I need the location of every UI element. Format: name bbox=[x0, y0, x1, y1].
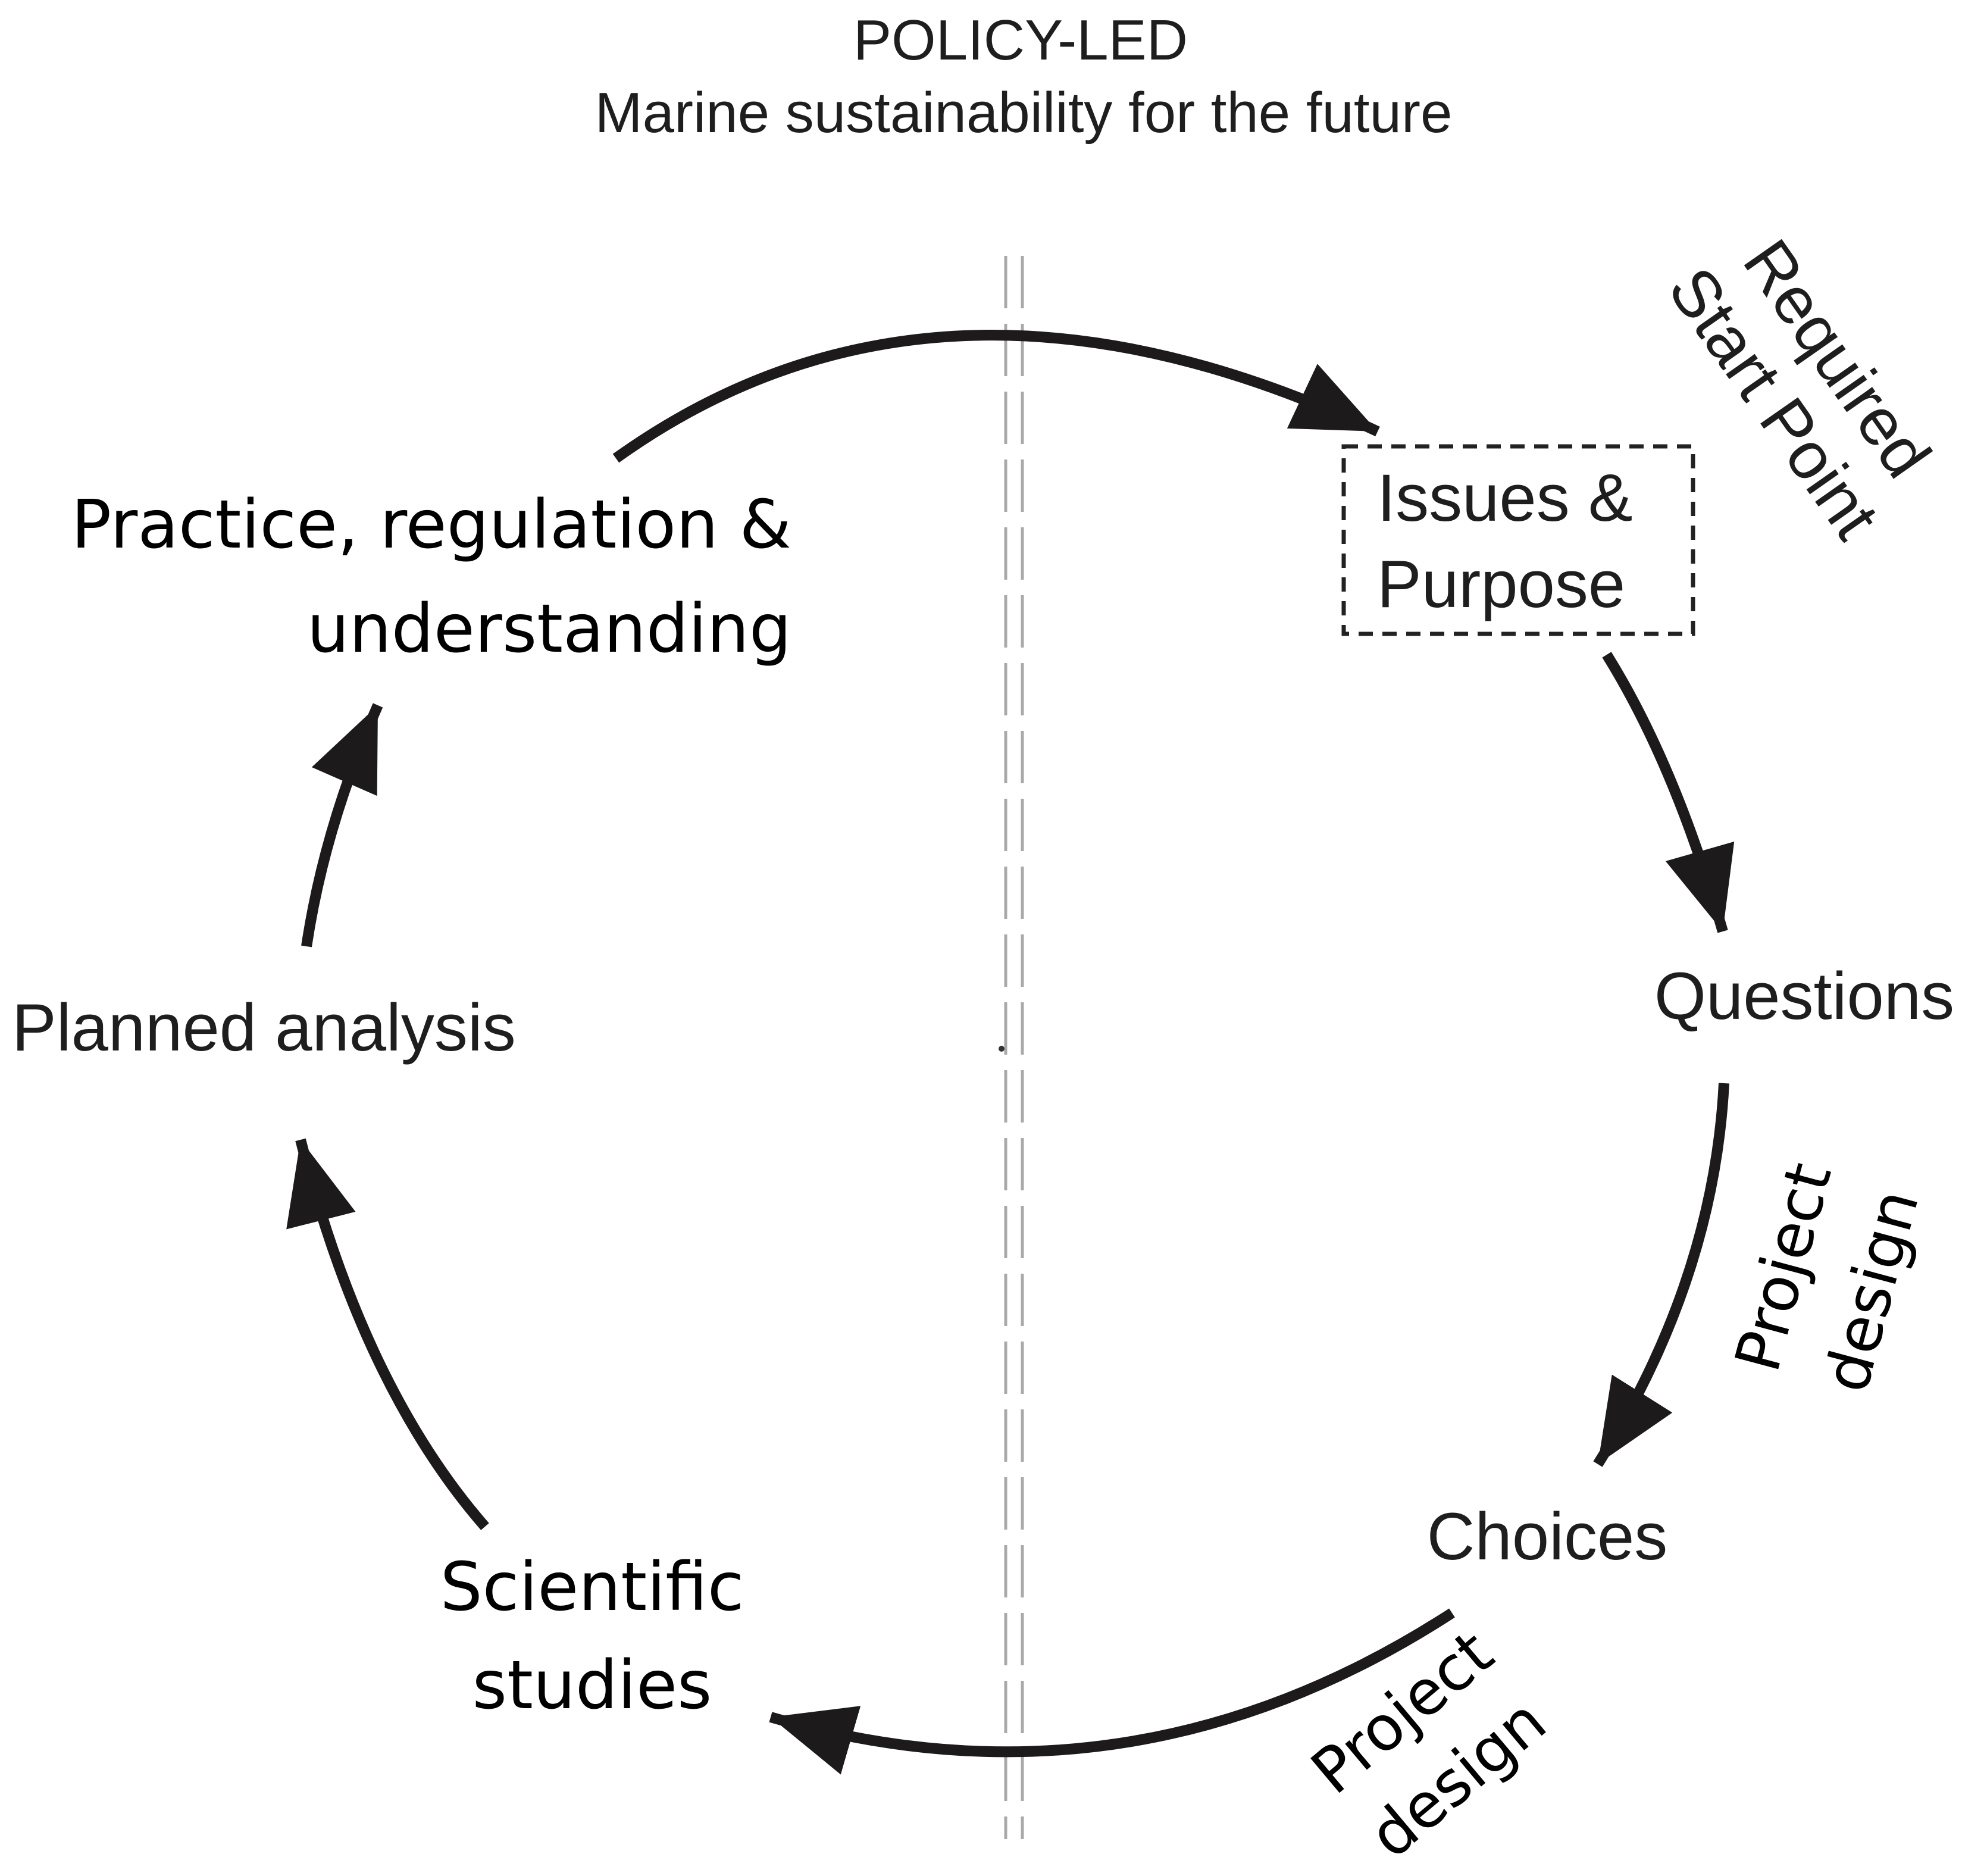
center-dot bbox=[999, 1046, 1005, 1052]
practice-line2: understanding bbox=[307, 590, 791, 668]
node-practice-regulation: Practice, regulation & understanding bbox=[71, 486, 791, 668]
project-design-right-label: Project design bbox=[1721, 1155, 1933, 1399]
scientific-line2: studies bbox=[473, 1647, 712, 1724]
issues-purpose-line2: Purpose bbox=[1377, 547, 1625, 621]
practice-line1: Practice, regulation & bbox=[71, 486, 791, 564]
node-scientific-studies: Scientific studies bbox=[440, 1549, 744, 1724]
issues-purpose-box bbox=[1341, 444, 1695, 636]
project-design-bottom-label: Project design bbox=[1298, 1617, 1560, 1872]
diagram-subtitle: Marine sustainability for the future bbox=[595, 81, 1453, 145]
node-planned-analysis: Planned analysis bbox=[12, 990, 516, 1065]
arrow-planned-to-practice bbox=[301, 703, 383, 948]
node-choices: Choices bbox=[1427, 1499, 1668, 1574]
node-questions: Questions bbox=[1654, 959, 1954, 1033]
arrow-scientific-to-planned bbox=[286, 1138, 489, 1530]
arrow-questions-to-choices bbox=[1593, 1083, 1729, 1467]
arrow-choices-to-scientific bbox=[769, 1608, 1455, 1775]
required-start-point-label: Required Start Point bbox=[1654, 226, 1945, 552]
arrow-practice-to-issues bbox=[612, 330, 1380, 463]
center-divider bbox=[1004, 256, 1024, 1839]
node-issues-purpose: Issues & Purpose bbox=[1341, 444, 1695, 636]
diagram-title: POLICY-LED bbox=[853, 8, 1188, 72]
arrow-issues-to-questions bbox=[1602, 652, 1735, 933]
scientific-line1: Scientific bbox=[440, 1549, 744, 1626]
issues-purpose-line1: Issues & bbox=[1377, 461, 1633, 535]
